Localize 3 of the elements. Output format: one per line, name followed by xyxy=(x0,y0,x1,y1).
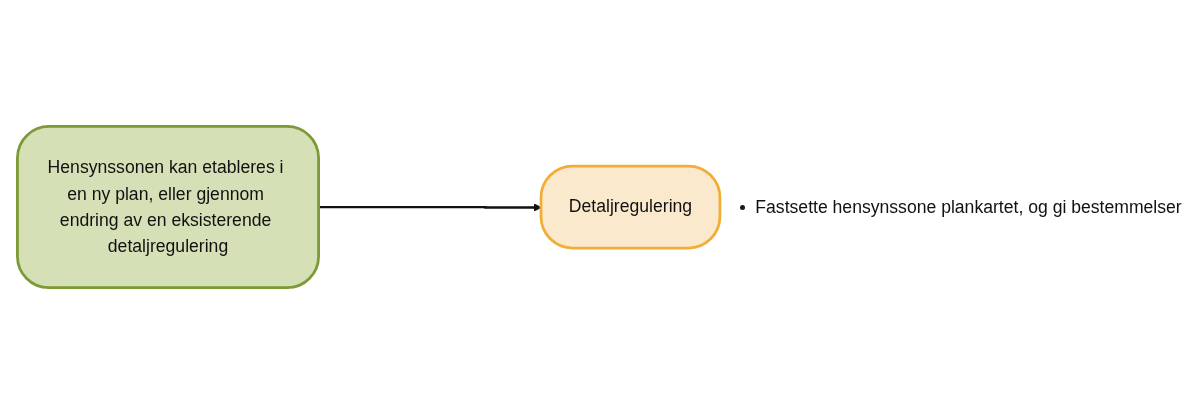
node-box: Hensynssonen kan etableres i en ny plan, eller gjennom endring av en eksisterende detaljregulering xyxy=(16,125,320,290)
node-box: Detaljregulering xyxy=(539,165,722,250)
note-text: Fastsette hensynssone plankartet, og gi bestemmelser xyxy=(755,197,1182,218)
